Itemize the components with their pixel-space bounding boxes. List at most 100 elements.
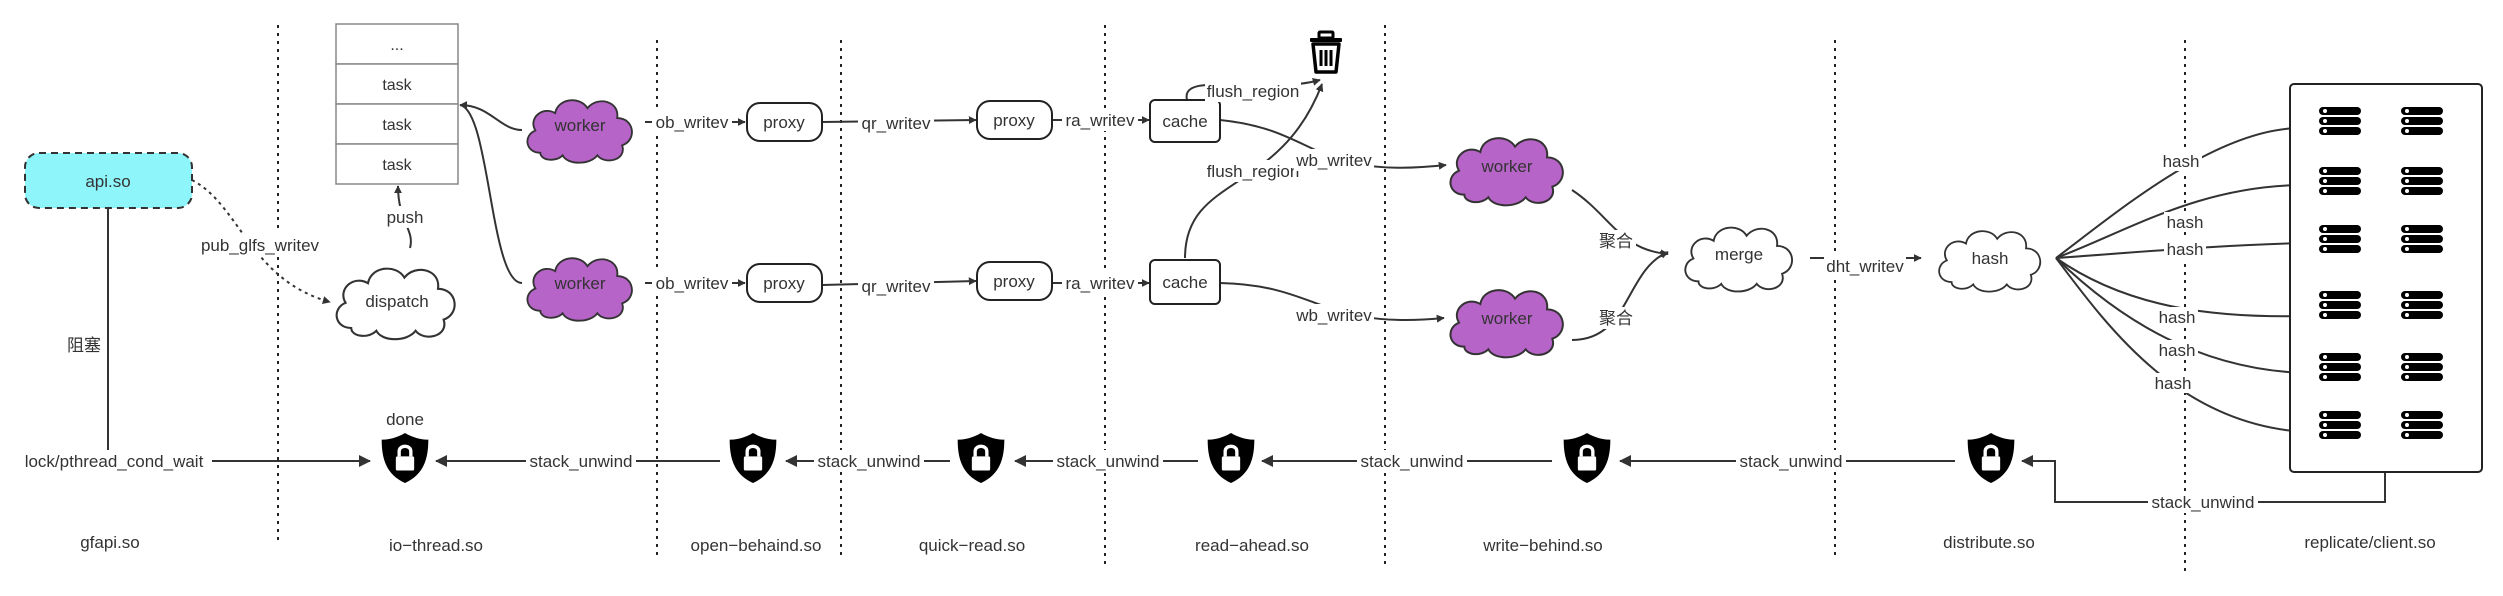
cache-top: cache bbox=[1149, 99, 1221, 143]
ra-writev-bottom-label: ra_writev bbox=[1066, 274, 1135, 293]
worker-bottom: worker bbox=[526, 257, 633, 322]
task-label-0: ... bbox=[390, 37, 403, 54]
cache-label-bottom: cache bbox=[1162, 273, 1207, 292]
push-label: push bbox=[387, 208, 424, 227]
dht-writev-label: dht_writev bbox=[1826, 257, 1904, 276]
layer-io-thread: io−thread.so bbox=[389, 536, 483, 555]
merge-node: merge bbox=[1684, 226, 1794, 293]
layer-open-behind: open−behaind.so bbox=[691, 536, 822, 555]
layer-read-ahead: read−ahead.so bbox=[1195, 536, 1309, 555]
hash-fan-5 bbox=[2055, 257, 2307, 377]
edge-labels: pub_glfs_writev push ob_writev ob_writev… bbox=[16, 80, 2258, 513]
trash-icon bbox=[1310, 30, 1342, 74]
stack-unwind-6 bbox=[2021, 455, 2386, 503]
hash-label-4: hash bbox=[2159, 308, 2196, 327]
worker-top-to-queue bbox=[459, 101, 523, 131]
task-label-1: task bbox=[382, 77, 412, 94]
flush-region-top-label: flush_region bbox=[1207, 82, 1300, 101]
aggregate-top bbox=[1571, 189, 1669, 258]
qr-writev-top-label: qr_writev bbox=[862, 114, 931, 133]
stack-unwind-label-6: stack_unwind bbox=[2151, 493, 2254, 512]
proxy-box-2 bbox=[976, 100, 1053, 140]
stack-unwind-label-4: stack_unwind bbox=[1360, 452, 1463, 471]
layer-write-behind: write−behind.so bbox=[1482, 536, 1603, 555]
api-box bbox=[24, 152, 193, 209]
proxy-box-4 bbox=[976, 261, 1053, 301]
aggregate-bottom bbox=[1571, 251, 1669, 341]
lock-quick-read bbox=[956, 431, 1006, 485]
aggregate-bottom-label: 聚合 bbox=[1599, 309, 1633, 328]
layer-quick-read: quick−read.so bbox=[919, 536, 1025, 555]
dispatch-label: dispatch bbox=[365, 292, 428, 311]
lock-open-behind bbox=[728, 431, 778, 485]
worker-bottom-to-queue bbox=[459, 104, 523, 284]
api-node: api.so bbox=[24, 152, 193, 209]
task-cell-3 bbox=[335, 143, 459, 185]
hash-fan-2 bbox=[2055, 181, 2307, 259]
proxy-ob-top: proxy bbox=[746, 102, 823, 142]
proxy-ob-bottom: proxy bbox=[746, 263, 823, 303]
worker-wb-top-label: worker bbox=[1480, 157, 1532, 176]
ob-writev-top-label: ob_writev bbox=[656, 113, 729, 132]
merge-label: merge bbox=[1715, 245, 1763, 264]
proxy-label-1: proxy bbox=[763, 113, 805, 132]
ra-writev-top-label: ra_writev bbox=[1066, 111, 1135, 130]
layer-gfapi: gfapi.so bbox=[80, 533, 140, 552]
task-label-3: task bbox=[382, 157, 412, 174]
layer-distribute: distribute.so bbox=[1943, 533, 2035, 552]
hash-label-6: hash bbox=[2155, 374, 2192, 393]
worker-wb-bottom-label: worker bbox=[1480, 309, 1532, 328]
wb-writev-top-label: wb_writev bbox=[1295, 151, 1372, 170]
task-cell-2 bbox=[335, 103, 459, 145]
server-rack-frame bbox=[2289, 83, 2483, 473]
cache-bottom: cache bbox=[1149, 259, 1221, 305]
ob-writev-bottom-label: ob_writev bbox=[656, 274, 729, 293]
aggregate-top-label: 聚合 bbox=[1599, 232, 1633, 251]
proxy-box-3 bbox=[746, 263, 823, 303]
server-rack bbox=[2289, 83, 2483, 473]
worker-bottom-label: worker bbox=[553, 274, 605, 293]
qr-writev-bottom-label: qr_writev bbox=[862, 277, 931, 296]
cache-box-top bbox=[1149, 99, 1221, 143]
hash-fan-6 bbox=[2055, 257, 2307, 436]
layer-labels: gfapi.so io−thread.so open−behaind.so qu… bbox=[80, 533, 2435, 555]
layer-replicate-client: replicate/client.so bbox=[2304, 533, 2435, 552]
proxy-label-3: proxy bbox=[763, 274, 805, 293]
hash-label-2: hash bbox=[2167, 213, 2204, 232]
worker-wb-bottom: worker bbox=[1449, 289, 1564, 359]
lock-read-ahead bbox=[1206, 431, 1256, 485]
proxy-qr-top: proxy bbox=[976, 100, 1053, 140]
api-label: api.so bbox=[85, 172, 130, 191]
hash-fan-1 bbox=[2055, 123, 2307, 259]
stack-unwind-label-2: stack_unwind bbox=[817, 452, 920, 471]
task-label-2: task bbox=[382, 117, 412, 134]
done-label: done bbox=[386, 410, 424, 429]
dispatch-node: dispatch bbox=[335, 267, 456, 341]
task-queue: ... task task task bbox=[335, 23, 459, 185]
hash-label-5: hash bbox=[2159, 341, 2196, 360]
lock-write-behind bbox=[1562, 431, 1612, 485]
hash-node: hash bbox=[1938, 230, 2042, 293]
flush-region-bottom-label: flush_region bbox=[1207, 162, 1300, 181]
hash-node-label: hash bbox=[1972, 249, 2009, 268]
lock-distribute bbox=[1966, 431, 2016, 485]
cache-label-top: cache bbox=[1162, 112, 1207, 131]
hash-label-1: hash bbox=[2163, 152, 2200, 171]
wb-writev-bottom-label: wb_writev bbox=[1295, 306, 1372, 325]
stack-unwind-label-1: stack_unwind bbox=[529, 452, 632, 471]
stack-unwind-label-5: stack_unwind bbox=[1739, 452, 1842, 471]
pub-glfs-writev-label: pub_glfs_writev bbox=[201, 236, 320, 255]
blocking-label: 阻塞 bbox=[67, 336, 101, 355]
stack-unwind-label-3: stack_unwind bbox=[1056, 452, 1159, 471]
proxy-label-4: proxy bbox=[993, 272, 1035, 291]
lock-wait-label: lock/pthread_cond_wait bbox=[25, 452, 204, 471]
worker-top: worker bbox=[526, 99, 633, 164]
proxy-box-1 bbox=[746, 102, 823, 142]
hash-label-3: hash bbox=[2167, 240, 2204, 259]
worker-wb-top: worker bbox=[1449, 137, 1564, 207]
worker-top-label: worker bbox=[553, 116, 605, 135]
proxy-label-2: proxy bbox=[993, 111, 1035, 130]
proxy-qr-bottom: proxy bbox=[976, 261, 1053, 301]
lock-io-thread bbox=[380, 431, 430, 485]
